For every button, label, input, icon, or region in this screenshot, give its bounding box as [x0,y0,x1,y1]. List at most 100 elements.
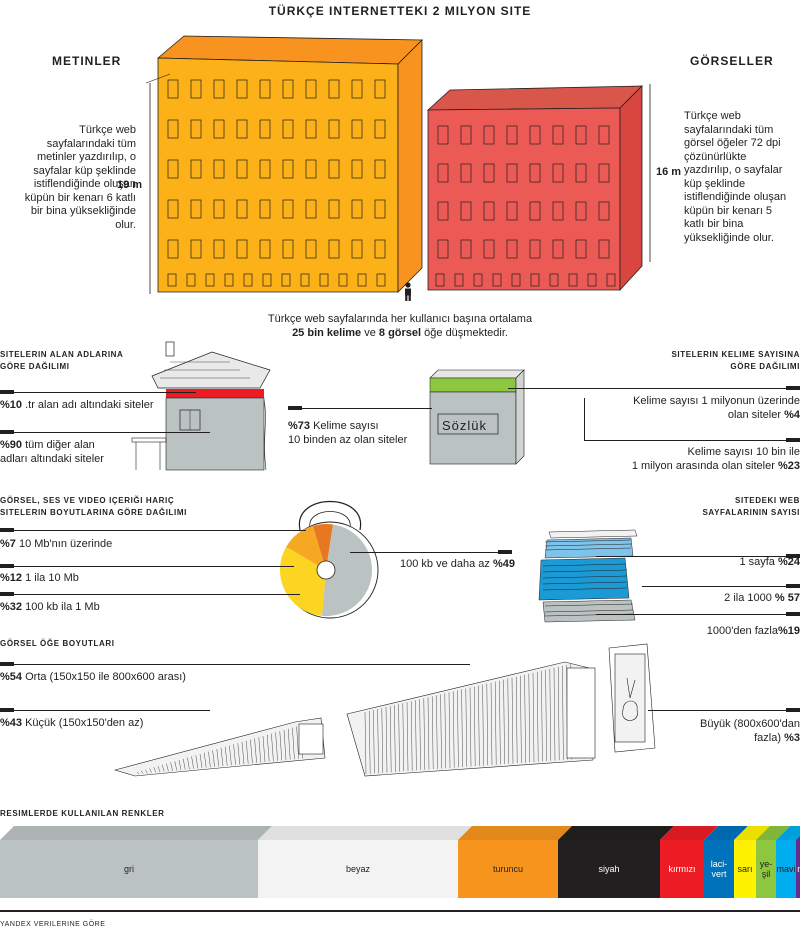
word-low-label2: 10 binden az olan siteler [288,433,408,446]
window-icon [328,79,340,99]
word-mid-pct: %23 [777,459,800,472]
color-swatch: ye-şil [756,826,790,898]
image-large-tick [786,708,800,712]
window-icon [598,125,610,145]
pages-heading-line2: SAYFALARININ SAYISI [702,508,800,517]
image-medium-leader [0,664,470,665]
size-heading: GÖRSEL, SES VE VIDEO IÇERIĞI HARIÇ SITEL… [0,495,187,519]
window-icon [328,199,340,219]
pages-p1-pct: %24 [777,556,800,568]
pages-p3-row: 1000'den fazla%19 [707,625,800,639]
size-s4-tick [498,550,512,554]
window-icon [568,273,578,287]
window-icon [437,125,449,145]
window-icon [483,125,495,145]
window-icon [243,273,253,287]
window-icon [281,273,291,287]
color-swatch: mor [796,826,800,898]
window-icon [460,125,472,145]
color-label: mavi [776,864,796,874]
domains-heading: SITELERIN ALAN ADLARINA GÖRE DAĞILIMI [0,349,123,373]
pages-p1-leader [596,556,800,557]
size-slice-12 [286,525,326,570]
size-s1-leader [0,530,306,531]
images-description: Türkçe web sayfalarındaki tüm görsel öğe… [684,110,787,244]
word-mid-tick [786,438,800,442]
window-icon [213,239,225,259]
word-high-leader [508,388,800,389]
size-heading-line1: GÖRSEL, SES VE VIDEO IÇERIĞI HARIÇ [0,496,175,505]
window-icon [300,273,310,287]
window-icon [506,239,518,259]
image-large-leader [648,710,800,711]
average-tail: öğe düşmektedir. [424,327,508,339]
pages-p2-row: 2 ila 1000 % 57 [724,592,800,606]
window-icon [435,273,445,287]
word-low-leader [288,408,432,409]
window-icon [190,199,202,219]
domains-other-label2: adları altındaki siteler [0,452,104,465]
image-small-leader [0,710,210,711]
image-small-tick [0,708,14,712]
window-icon [506,201,518,221]
window-icon [190,119,202,139]
word-mid-row: Kelime sayısı 10 bin ile 1 milyon arasın… [632,446,800,473]
window-icon [305,239,317,259]
size-s4-pct: %49 [492,558,515,570]
size-s4-leader [350,552,512,553]
window-icon [460,201,472,221]
size-s1-row: %7 10 Mb'nın üzerinde [0,538,112,552]
color-label: sarı [737,864,753,874]
footer-rule [0,910,800,912]
size-s2-tick [0,564,14,568]
window-icon [575,239,587,259]
size-s2-label: 1 ila 10 Mb [25,572,79,584]
size-s2-row: %12 1 ila 10 Mb [0,572,79,586]
pages-p3-label: 1000'den fazla [706,625,778,637]
color-swatch-top [258,826,472,840]
texts-heading: METINLER [52,54,122,68]
window-icon [374,159,386,179]
window-icon [473,273,483,287]
pages-p1-row: 1 sayfa %24 [739,556,800,570]
word-count-heading: SITELERIN KELIME SAYISINA GÖRE DAĞILIMI [672,349,800,373]
window-icon [437,239,449,259]
size-s1-tick [0,528,14,532]
window-icon [167,119,179,139]
color-swatch: kırmızı [660,826,718,898]
size-heading-line2: SITELERIN BOYUTLARINA GÖRE DAĞILIMI [0,508,187,517]
paper-stack-illustration [538,529,638,623]
window-icon [598,239,610,259]
images-height: 16 m [656,166,682,178]
size-s1-pct: %7 [0,538,16,550]
window-icon [460,239,472,259]
window-icon [305,199,317,219]
word-count-heading-line2: GÖRE DAĞILIMI [730,362,800,371]
window-icon [259,199,271,219]
window-icon [236,79,248,99]
color-swatch: siyah [558,826,674,898]
word-low-row: %73 Kelime sayısı 10 binden az olan site… [288,420,407,447]
window-icon [506,125,518,145]
color-label: vert [711,869,727,879]
window-icon [492,273,502,287]
color-label: turuncu [492,864,524,874]
colors-heading: RESIMLERDE KULLANILAN RENKLER [0,809,165,818]
color-swatch: sarı [734,826,770,898]
window-icon [587,273,597,287]
word-mid-connector [584,398,585,440]
person-icon [405,282,411,301]
window-icon [552,163,564,183]
window-icon [437,201,449,221]
footer-source: YANDEX VERILERINE GÖRE [0,921,106,928]
image-medium-label: Orta (150x150 ile 800x600 arası) [25,671,186,683]
domains-heading-line2: GÖRE DAĞILIMI [0,362,70,371]
domains-tr-row: %10 .tr alan adı altındaki siteler [0,399,154,413]
window-icon [213,79,225,99]
window-icon [259,119,271,139]
color-label: kırmızı [668,864,696,874]
window-icon [575,125,587,145]
window-icon [282,159,294,179]
texts-height: 19 m [117,179,143,191]
